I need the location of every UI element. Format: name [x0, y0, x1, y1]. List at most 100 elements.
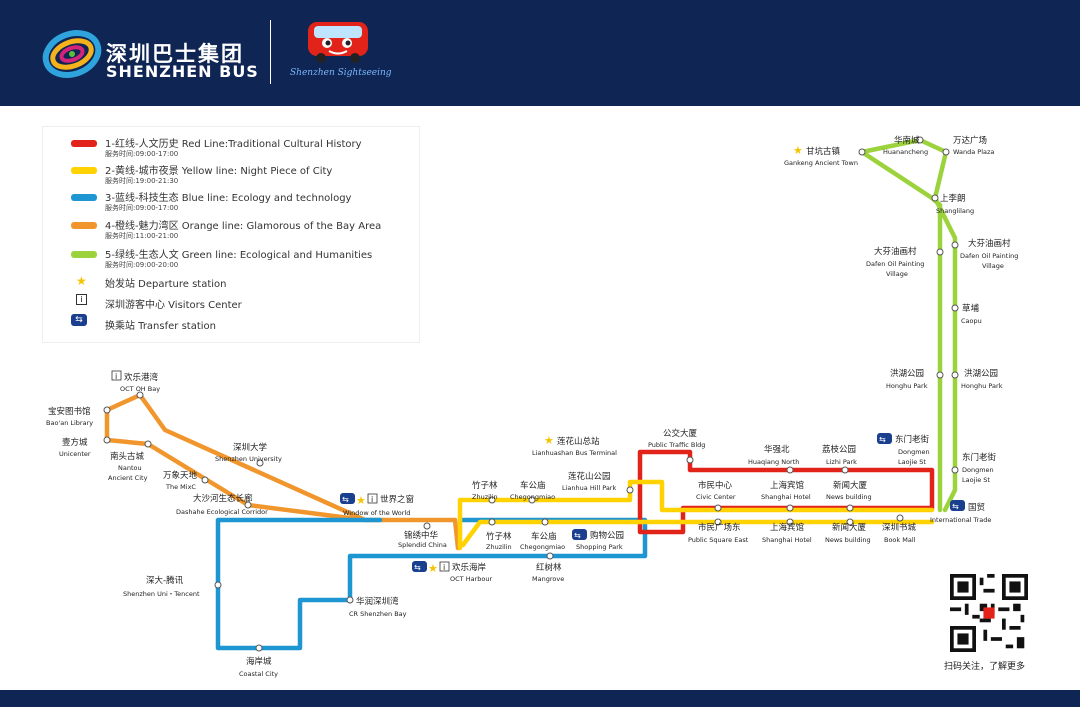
station-dot[interactable] — [942, 148, 950, 156]
station-dot[interactable] — [951, 466, 959, 474]
transfer-icon[interactable]: ⇆ — [877, 433, 892, 444]
svg-text:Shanglilang: Shanglilang — [936, 207, 974, 215]
svg-text:Ancient City: Ancient City — [108, 474, 148, 482]
station-dot[interactable] — [896, 514, 904, 522]
svg-text:草埔: 草埔 — [962, 303, 980, 314]
station-dot[interactable] — [136, 391, 144, 399]
svg-text:★: ★ — [356, 494, 366, 507]
station-dot[interactable] — [423, 522, 431, 530]
station-dot[interactable] — [936, 248, 944, 256]
station-dot[interactable] — [786, 518, 794, 526]
station-dot[interactable] — [346, 596, 354, 604]
svg-text:⇆: ⇆ — [342, 495, 349, 504]
svg-text:Dashahe Ecological Corridor: Dashahe Ecological Corridor — [176, 508, 268, 516]
station-dot[interactable] — [858, 148, 866, 156]
station-dot[interactable] — [488, 496, 496, 504]
svg-text:公交大厦: 公交大厦 — [663, 428, 698, 439]
station-dot[interactable] — [201, 476, 209, 484]
svg-text:莲花山总站: 莲花山总站 — [557, 436, 600, 447]
station-dot[interactable] — [256, 459, 264, 467]
station-dot[interactable] — [244, 501, 252, 509]
station-dot[interactable] — [528, 496, 536, 504]
station-dot[interactable] — [846, 504, 854, 512]
station-dot[interactable] — [546, 552, 554, 560]
station-dot[interactable] — [841, 466, 849, 474]
star-icon: ★ — [76, 274, 87, 288]
station-dot[interactable] — [144, 440, 152, 448]
station-dot[interactable] — [936, 371, 944, 379]
svg-text:Dafen Oil Painting: Dafen Oil Painting — [960, 252, 1018, 260]
station-dot[interactable] — [931, 194, 939, 202]
svg-text:Nantou: Nantou — [118, 464, 142, 472]
station-dot[interactable] — [103, 436, 111, 444]
station-dot[interactable] — [541, 518, 549, 526]
station-dot[interactable] — [714, 518, 722, 526]
station-dot[interactable] — [255, 644, 263, 652]
station-dot[interactable] — [786, 504, 794, 512]
station-dot[interactable] — [951, 304, 959, 312]
svg-text:市民广场东: 市民广场东 — [698, 522, 741, 533]
station-dot[interactable] — [846, 518, 854, 526]
transfer-icon[interactable]: ⇆ — [412, 561, 427, 572]
transfer-icon[interactable]: ⇆ — [340, 493, 355, 504]
info-icon: i — [367, 493, 378, 504]
station-dot[interactable] — [214, 581, 222, 589]
station-dot[interactable] — [951, 241, 959, 249]
transfer-icon[interactable]: ⇆ — [572, 529, 587, 540]
station-dot[interactable] — [103, 406, 111, 414]
qr-code-icon[interactable] — [950, 574, 1028, 652]
station-dot[interactable] — [488, 518, 496, 526]
transfer-icon[interactable]: ⇆ — [950, 500, 965, 511]
station-dot[interactable] — [951, 371, 959, 379]
station-dot[interactable] — [786, 466, 794, 474]
svg-text:竹子林: 竹子林 — [486, 531, 512, 542]
station-dot[interactable] — [686, 456, 694, 464]
station-dot[interactable] — [626, 486, 634, 494]
station-dot[interactable] — [916, 136, 924, 144]
station-dot[interactable] — [714, 504, 722, 512]
